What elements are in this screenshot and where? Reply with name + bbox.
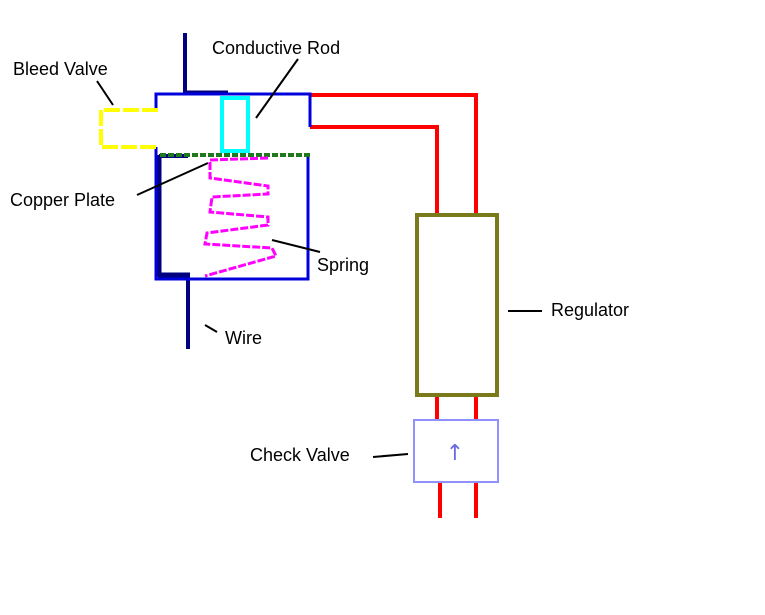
leader-lines: [96, 58, 542, 458]
regulator: [415, 213, 499, 397]
housing: [154, 92, 312, 281]
housing-upper: [154, 92, 312, 127]
bleed-valve: [99, 108, 158, 149]
leader-copper-plate: [136, 162, 209, 196]
housing-lower-left: [154, 147, 310, 281]
leader-conductive-rod: [255, 58, 299, 119]
label-check-valve: Check Valve: [250, 445, 350, 465]
label-regulator: Regulator: [551, 300, 629, 320]
pipes: [310, 93, 478, 518]
label-wire: Wire: [225, 328, 262, 348]
wire: [156, 33, 228, 349]
label-copper-plate: Copper Plate: [10, 190, 115, 210]
label-bleed-valve: Bleed Valve: [13, 59, 108, 79]
leader-bleed-valve: [96, 80, 114, 106]
check-valve: [413, 419, 499, 483]
leader-spring: [271, 239, 321, 253]
spring: [203, 156, 279, 278]
label-conductive-rod: Conductive Rod: [212, 38, 340, 58]
label-spring: Spring: [317, 255, 369, 275]
outer-pipe: [310, 93, 478, 215]
conductive-rod: [220, 96, 250, 153]
check-valve-arrow-icon: ↑: [446, 441, 464, 466]
leader-check-valve: [372, 453, 409, 458]
leader-wire: [204, 324, 218, 333]
inner-pipe: [310, 125, 439, 215]
